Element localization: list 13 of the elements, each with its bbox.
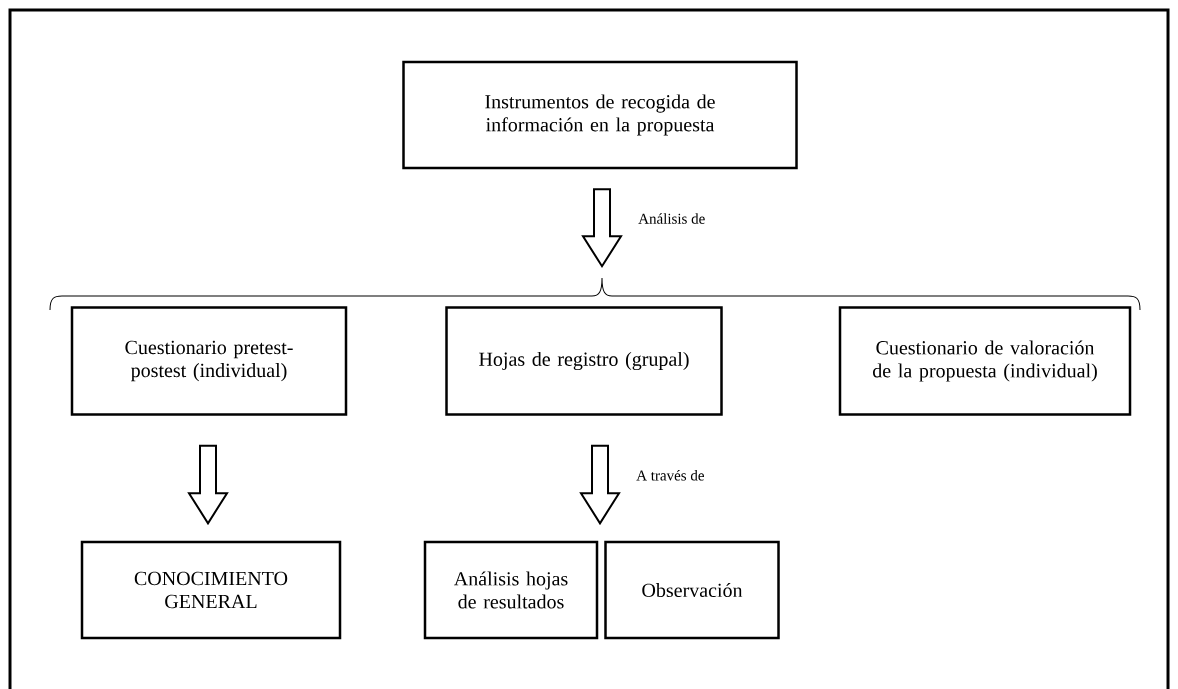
text-box: Hojas de registro (grupal) xyxy=(445,306,723,416)
edge-label: Análisis de xyxy=(638,213,705,224)
curly-brace xyxy=(49,277,1141,311)
block-arrow xyxy=(581,188,623,269)
text-box: CONOCIMIENTO GENERAL xyxy=(80,540,342,640)
block-arrow xyxy=(579,444,621,526)
text-box: Cuestionario pretest-postest (individual) xyxy=(70,306,348,416)
edge-label: A través de xyxy=(636,469,704,481)
text-box: Instrumentos de recogida de información en la propuesta xyxy=(402,60,798,170)
text-box: Análisis hojas de resultados xyxy=(423,540,599,640)
block-arrow xyxy=(187,444,229,526)
text-box: Cuestionario de valoración de la propuesta (individual) xyxy=(838,306,1132,416)
text-box: Observación xyxy=(604,540,780,640)
